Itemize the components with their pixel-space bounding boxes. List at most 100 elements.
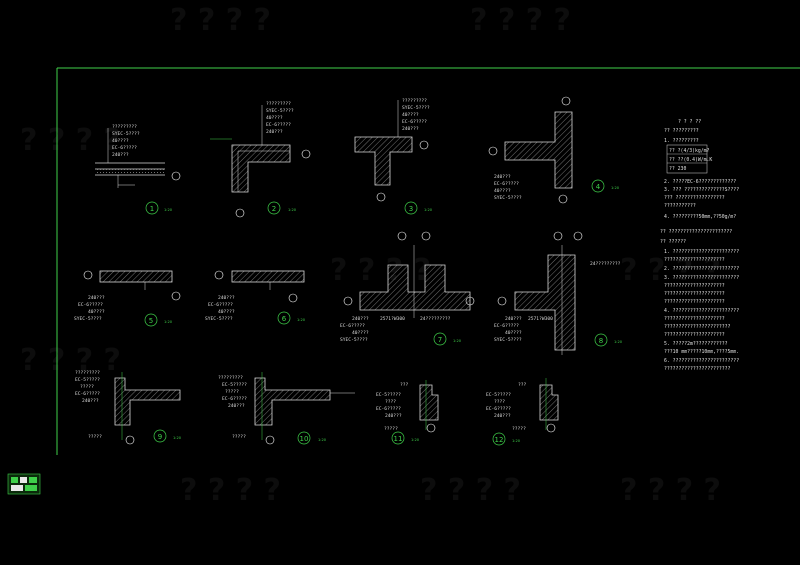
detail-number: 10	[300, 435, 309, 443]
notes-title: ? ? ? ??	[678, 119, 701, 125]
callout-label: 240???	[494, 174, 511, 180]
watermark: ? ? ? ?	[470, 3, 571, 38]
detail-number: 2	[272, 205, 276, 213]
callout-label: ?????????	[75, 370, 100, 376]
note-line: 2. ?????EC-6?????????????	[664, 179, 736, 185]
watermark: ? ? ? ?	[330, 253, 431, 288]
note-line: ?????????????????????	[664, 291, 725, 297]
callout-label: ?????	[80, 384, 94, 390]
detail-12: ??? EC-5????? ???? EC-6????? 240??? ????…	[486, 378, 559, 446]
note-line: 4. ?????????50mm,??50g/m?	[664, 214, 736, 220]
detail-11: ??? EC-5????? ???? EC-6????? 240??? ????…	[376, 380, 439, 445]
note-line: 5. ?????2m????????????	[664, 341, 728, 347]
detail-scale: 1:20	[297, 318, 306, 322]
detail-number: 7	[438, 336, 442, 344]
watermark: ? ? ? ?	[420, 473, 521, 508]
callout-label: 24?????????	[420, 316, 451, 322]
detail-number: 3	[409, 205, 413, 213]
callout-label: ?????????	[266, 101, 291, 107]
note-line: ???10 mm?????10mm,????5mm.	[664, 349, 739, 355]
callout-label: 40????	[112, 138, 129, 144]
callout-label: EC-6?????	[78, 302, 103, 308]
detail-scale: 1:20	[173, 436, 182, 440]
detail-number: 5	[149, 317, 153, 325]
callout-label: 2571?W300	[528, 316, 553, 322]
detail-scale: 1:20	[614, 340, 623, 344]
note-line: ?? ??????	[660, 239, 686, 245]
note-line: ??? ?????????????????	[664, 195, 725, 201]
callout-label: 240???	[402, 126, 419, 132]
callout-label: ?????	[232, 434, 246, 440]
note-line: ???????????	[664, 203, 696, 209]
callout-label: EC-6?????	[376, 406, 401, 412]
callout-label: EC-6?????	[208, 302, 233, 308]
detail-scale: 1:20	[164, 320, 173, 324]
note-line: 2. ???????????????????????	[664, 266, 739, 272]
callout-label: 240???	[88, 295, 105, 301]
detail-scale: 1:20	[411, 438, 420, 442]
callout-label: 240???	[228, 403, 245, 409]
detail-4: 240??? EC-6????? 40???? SYEC-5???? 4 1:2…	[488, 96, 620, 204]
detail-number: 1	[150, 205, 154, 213]
detail-scale: 1:20	[288, 208, 297, 212]
detail-1: ????????? SYEC-5???? 40???? EC-6????? 24…	[95, 124, 181, 215]
detail-scale: 1:20	[318, 438, 327, 442]
callout-label: 40????	[266, 115, 283, 121]
callout-label: EC-6?????	[494, 323, 519, 329]
callout-label: ???	[518, 382, 527, 388]
callout-label: 240???	[112, 152, 129, 158]
callout-label: 2571?W300	[380, 316, 405, 322]
callout-label: 24?????????	[590, 261, 621, 267]
watermark-layer: ? ? ? ? ? ? ? ? ? ? ? ? ? ? ? ? ? ? ? ? …	[20, 3, 721, 508]
detail-10: ????????? EC-5????? ????? EC-6????? 240?…	[218, 372, 355, 445]
note-line: ?? ?????????	[664, 128, 699, 134]
detail-number: 4	[596, 183, 601, 191]
note-line: ?????????????????????	[664, 316, 725, 322]
callout-label: 240???	[385, 413, 402, 419]
detail-5: 240??? EC-6????? 40???? SYEC-5???? 5 1:2…	[74, 270, 181, 327]
detail-scale: 1:20	[164, 208, 173, 212]
callout-label: ?????	[512, 426, 526, 432]
callout-label: ?????????	[112, 124, 137, 130]
detail-number: 12	[495, 436, 504, 444]
callout-label: EC-6?????	[266, 122, 291, 128]
callout-label: EC-6?????	[75, 391, 100, 397]
drawing-frame	[56, 67, 800, 455]
callout-label: 40????	[402, 112, 419, 118]
note-line: 1. ?????????	[664, 138, 699, 144]
callout-label: EC-6?????	[486, 406, 511, 412]
note-line: ?????????????????????	[664, 299, 725, 305]
callout-label: 240???	[266, 129, 283, 135]
callout-label: EC-6?????	[340, 323, 365, 329]
thumbnail-legend	[7, 473, 41, 495]
detail-scale: 1:20	[424, 208, 433, 212]
callout-label: 40????	[352, 330, 369, 336]
callout-label: EC-5?????	[75, 377, 100, 383]
callout-label: 240???	[494, 413, 511, 419]
callout-label: SYEC-5????	[266, 108, 294, 114]
note-line: 3. ??? ??????????????S????	[664, 187, 739, 193]
callout-label: 240???	[218, 295, 235, 301]
note-line: 1. ???????????????????????	[664, 249, 739, 255]
callout-label: ?????????	[402, 98, 427, 104]
detail-scale: 1:20	[512, 439, 521, 443]
detail-6: 240??? EC-6????? 40???? SYEC-5???? 6 1:2…	[205, 270, 306, 325]
watermark: ? ? ? ?	[20, 123, 121, 158]
detail-3: ????????? SYEC-5???? 40???? EC-6????? 24…	[354, 98, 433, 215]
note-line: ?? ??????????????????????	[660, 229, 732, 235]
watermark: ? ? ? ?	[620, 253, 721, 288]
note-line: ???????????????????????	[664, 366, 731, 372]
note-line: ?? ??(0.4)W/m.K	[669, 157, 712, 163]
detail-number: 11	[394, 435, 403, 443]
callout-label: SYEC-5????	[494, 195, 522, 201]
callout-label: ????	[385, 399, 396, 405]
detail-number: 6	[282, 315, 287, 323]
detail-9: ????????? EC-5????? ????? EC-6????? 240?…	[75, 370, 182, 445]
note-line: ?? 230	[669, 166, 686, 172]
note-line: ?? ?(4/3)kg/m?	[669, 148, 710, 154]
callout-label: 40????	[494, 188, 511, 194]
detail-7: 240??? EC-6????? 40???? SYEC-5???? 2571?…	[340, 231, 475, 346]
watermark: ? ? ? ?	[180, 473, 281, 508]
detail-8: 240??? EC-6????? 40???? SYEC-5???? 2571?…	[494, 231, 623, 355]
